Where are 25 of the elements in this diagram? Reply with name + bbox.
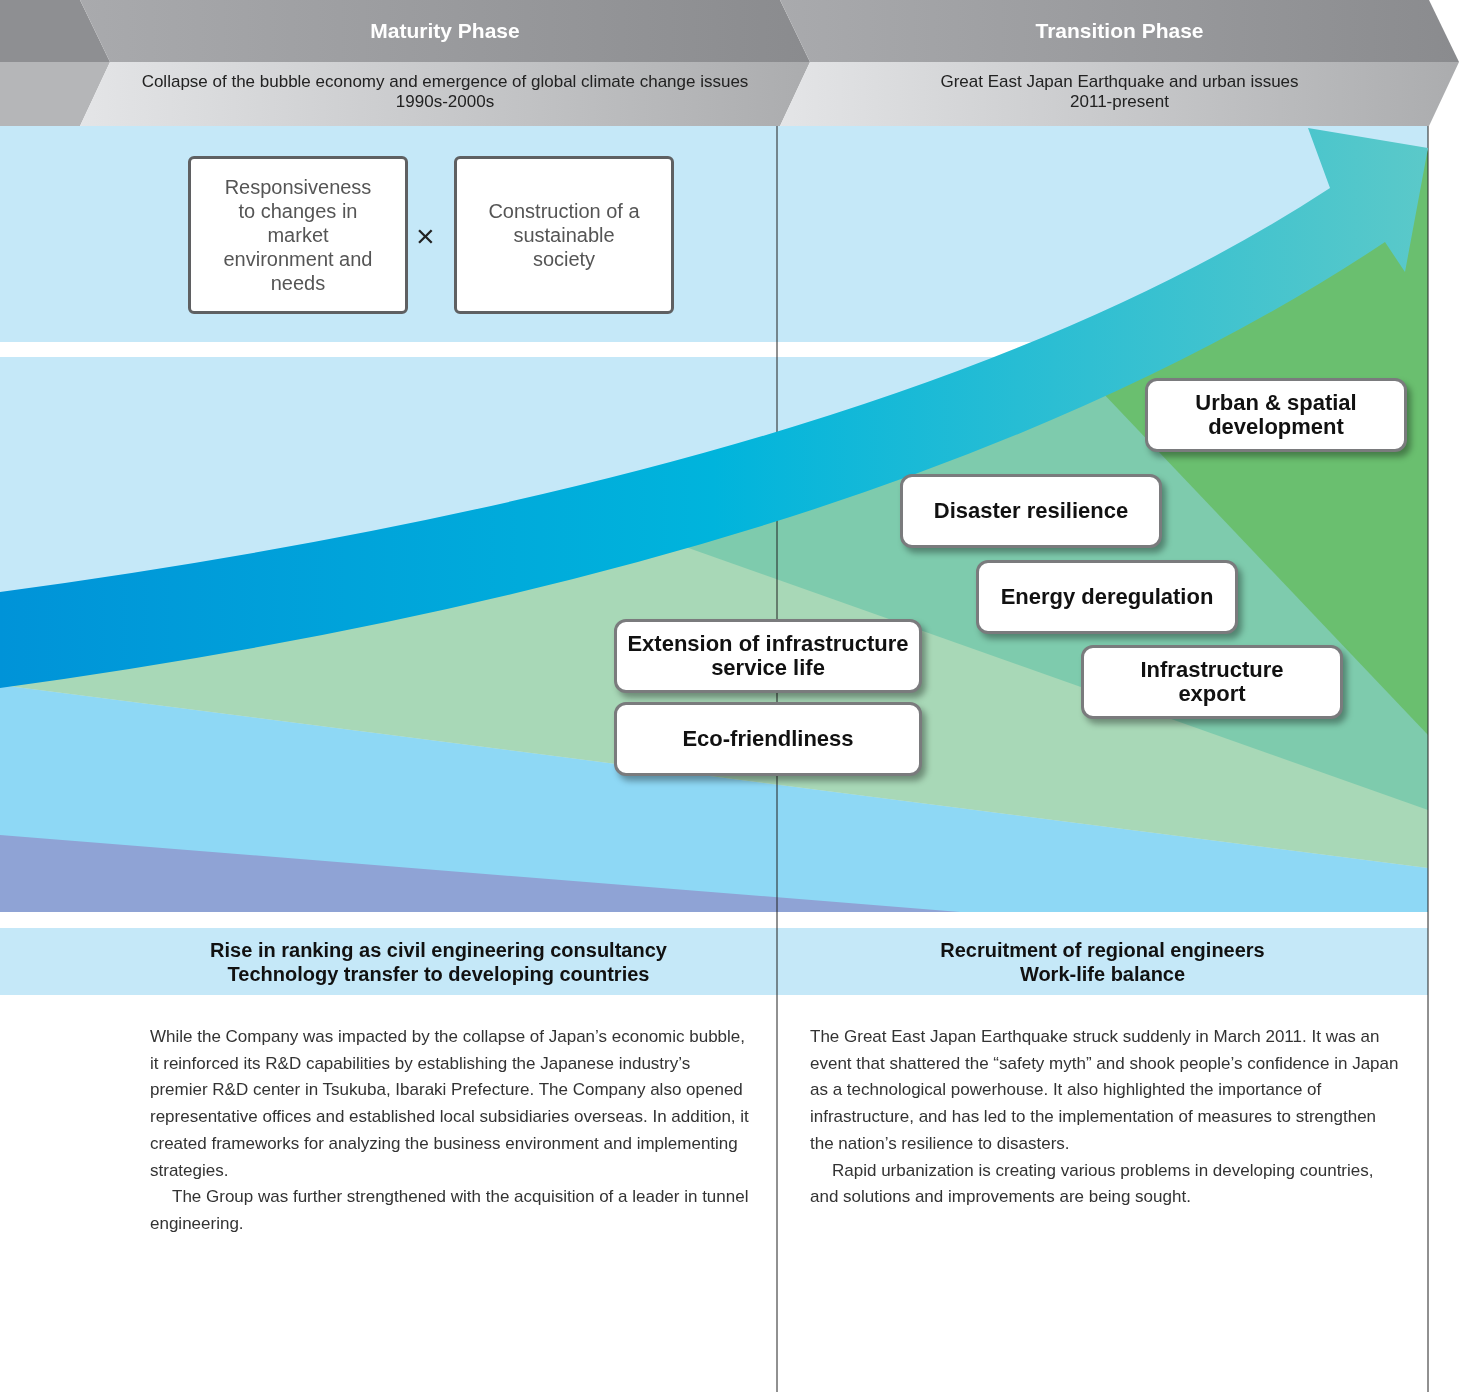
body-paragraph: While the Company was impacted by the collapse of Japan’s economic bubble, it reinforced its R&D capabilities by establishing the Japanese industry’s premier R&D center in Tsukuba, Ibaraki Prefecture. The Company also opened representative offices and established local subsidiaries overseas. In addition, it created frameworks for analyzing the business environment and implementing strategies. — [150, 1026, 750, 1182]
body-paragraph: The Great East Japan Earthquake struck suddenly in March 2011. It was an event that shattered the “safety myth” and shook people’s confidence in Japan as a technological powerhouse. It also highlighted the importance of infrastructure, and has led to the implementation of measures to strengthen the nation’s resilience to disasters. — [810, 1026, 1400, 1155]
milestone-text: Work-life balance — [1019, 961, 1186, 986]
phase-banner — [780, 0, 1459, 126]
theme-box: Disaster resilience — [900, 474, 1162, 548]
body-paragraph: Rapid urbanization is creating various problems in developing countries, and solutions and improvements are being sought. — [810, 1159, 1375, 1209]
body-paragraph: The Group was further strengthened with the acquisition of a leader in tunnel engineering. — [150, 1186, 750, 1235]
phase-subtitle: Collapse of the bubble economy and emergence of global climate change issues — [141, 72, 749, 92]
phase-banner — [80, 0, 810, 126]
phase-subtitle: 1990s-2000s — [395, 92, 495, 112]
phase-title: Transition Phase — [1035, 18, 1204, 45]
theme-box: Energy deregulation — [976, 560, 1238, 634]
phase-subtitle: 2011-present — [1070, 92, 1169, 112]
phase-subtitle: Great East Japan Earthquake and urban issues — [940, 72, 1299, 92]
milestone-text: Rise in ranking as civil engineering consultancy — [210, 937, 667, 962]
milestone-text: Recruitment of regional engineers — [940, 937, 1265, 962]
theme-box: Infrastructure export — [1081, 645, 1343, 719]
theme-box: Urban & spatial development — [1145, 378, 1407, 452]
phase-title: Maturity Phase — [370, 18, 520, 45]
concept-box: Construction of a sustainable society — [454, 156, 674, 314]
theme-box: Extension of infrastructure service life — [614, 619, 922, 693]
multiply-sign: × — [416, 218, 435, 254]
concept-box: Responsiveness to changes in market environment and needs — [188, 156, 408, 314]
milestone-text: Technology transfer to developing countries — [227, 961, 650, 986]
theme-box: Eco-friendliness — [614, 702, 922, 776]
